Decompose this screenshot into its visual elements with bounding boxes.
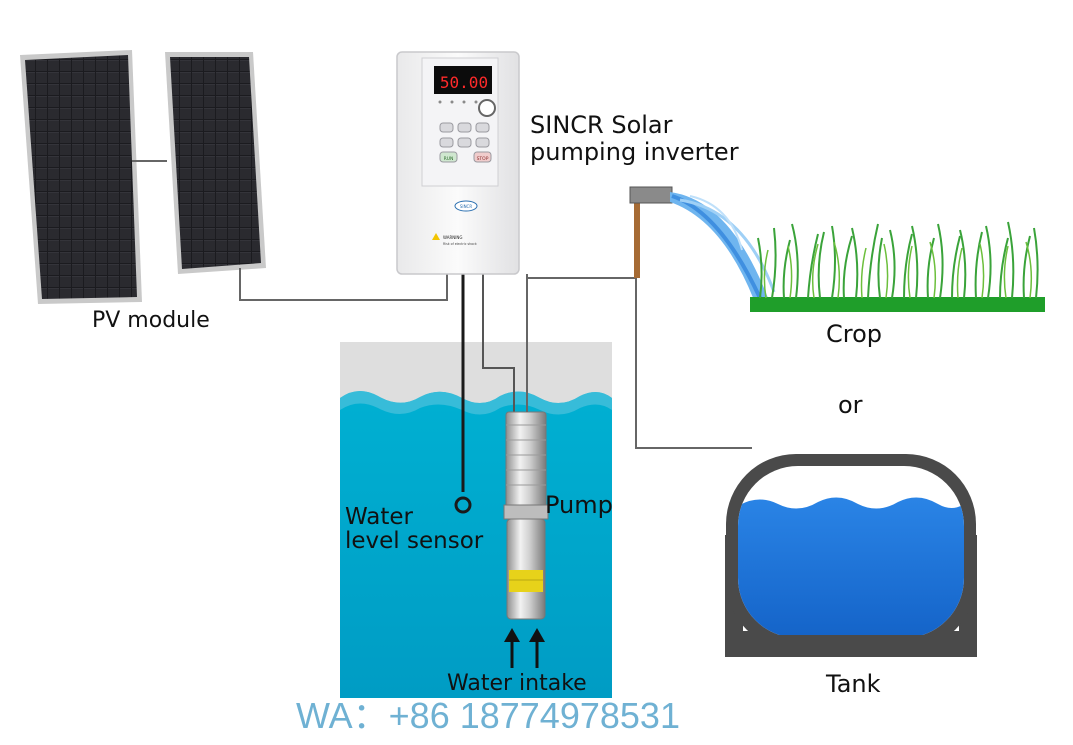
inverter-warning: WARNING: [443, 235, 463, 240]
pv-module-left: [20, 50, 142, 304]
inverter-label-line2: pumping inverter: [530, 138, 739, 166]
solar-pumping-inverter: 50.00 RUN STOP SINCR WARNING Risk of ele…: [396, 51, 520, 275]
pipe-to-tank: [635, 278, 752, 449]
water-tank: [725, 454, 977, 657]
pump-power-cable: [482, 274, 515, 420]
or-label: or: [838, 391, 863, 419]
water-stream: [670, 192, 776, 300]
inverter-keypad: [439, 122, 492, 163]
contact-watermark: WA：+86 18774978531: [296, 695, 680, 736]
outlet-pipe: [527, 200, 637, 279]
water-outlet-faucet: [629, 186, 673, 278]
inverter-stop-key: STOP: [477, 156, 489, 162]
inverter-display: [434, 66, 492, 94]
inverter-label-line1: SINCR Solar: [530, 111, 673, 139]
inverter-knob: [478, 99, 496, 117]
submersible-pump: [503, 411, 549, 620]
inverter-label: SINCR Solar pumping inverter: [530, 112, 739, 166]
water-level-sensor-label: Water level sensor: [345, 505, 483, 553]
pump-label: Pump: [545, 491, 613, 519]
inverter-warning-sub: Risk of electric shock: [443, 242, 477, 246]
sensor-label-line1: Water: [345, 504, 413, 530]
sensor-label-line2: level sensor: [345, 528, 484, 554]
crop-label: Crop: [826, 320, 883, 348]
inverter-brand: SINCR: [460, 204, 473, 209]
pv-to-inverter-wire: [239, 268, 448, 301]
pv-module-right: [165, 52, 266, 274]
water-intake-label: Water intake: [447, 671, 587, 696]
inverter-run-key: RUN: [444, 156, 454, 162]
crop-grass: [750, 221, 1045, 312]
inverter-display-value: 50.00: [440, 73, 488, 92]
water-intake-arrows: [504, 628, 545, 668]
tank-label: Tank: [826, 670, 881, 698]
water-level-sensor: [454, 496, 472, 514]
pv-module-label: PV module: [92, 308, 210, 333]
